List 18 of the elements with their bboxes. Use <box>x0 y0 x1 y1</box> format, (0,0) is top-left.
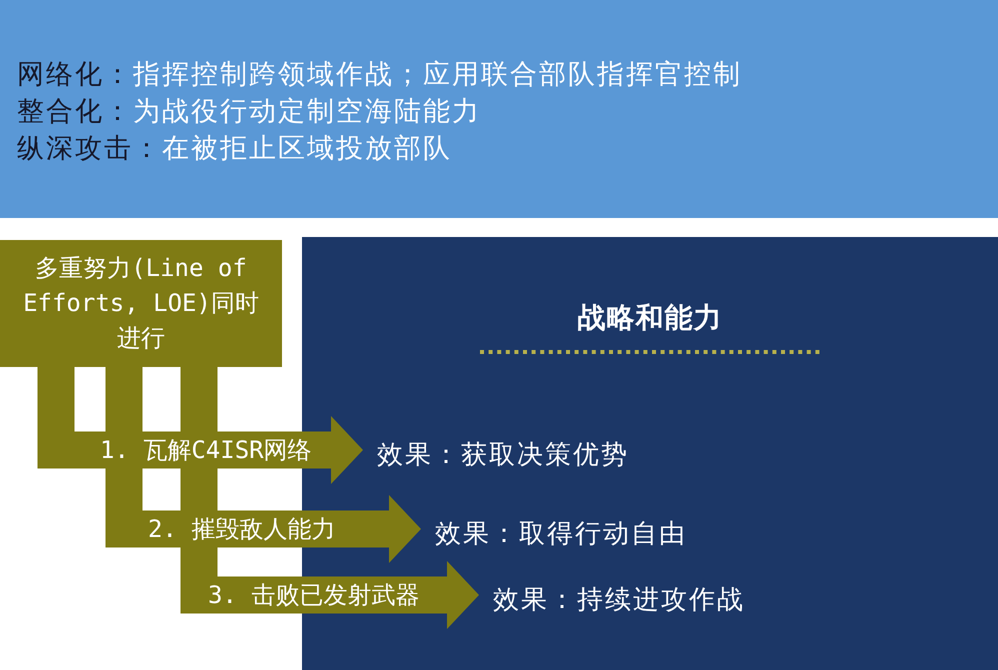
term-label: 纵深攻击： <box>17 132 162 165</box>
heading-box <box>0 240 282 367</box>
block-arrow <box>106 367 421 563</box>
effect-text: 效果：取得行动自由 <box>421 513 687 553</box>
heading-text: 多重努力(Line of Efforts, LOE)同时进行 <box>22 253 260 354</box>
term-label: 整合化： <box>17 95 133 128</box>
description-text: 指挥控制跨领域作战；应用联合部队指挥官控制 <box>133 58 742 91</box>
block-arrow <box>38 367 363 484</box>
description-text: 为战役行动定制空海陆能力 <box>133 95 481 128</box>
term-label: 网络化： <box>17 58 133 91</box>
banner-panel <box>0 0 998 218</box>
description-text: 在被拒止区域投放部队 <box>162 132 452 165</box>
edge-label: 1. 瓦解C4ISR网络 <box>100 436 312 464</box>
panel-title: 战略和能力 <box>578 301 722 335</box>
effect-text: 效果：持续进攻作战 <box>479 579 745 619</box>
block-arrow <box>180 367 479 629</box>
effect-text: 效果：获取决策优势 <box>363 434 629 474</box>
edge-label: 3. 击败已发射武器 <box>208 581 420 609</box>
